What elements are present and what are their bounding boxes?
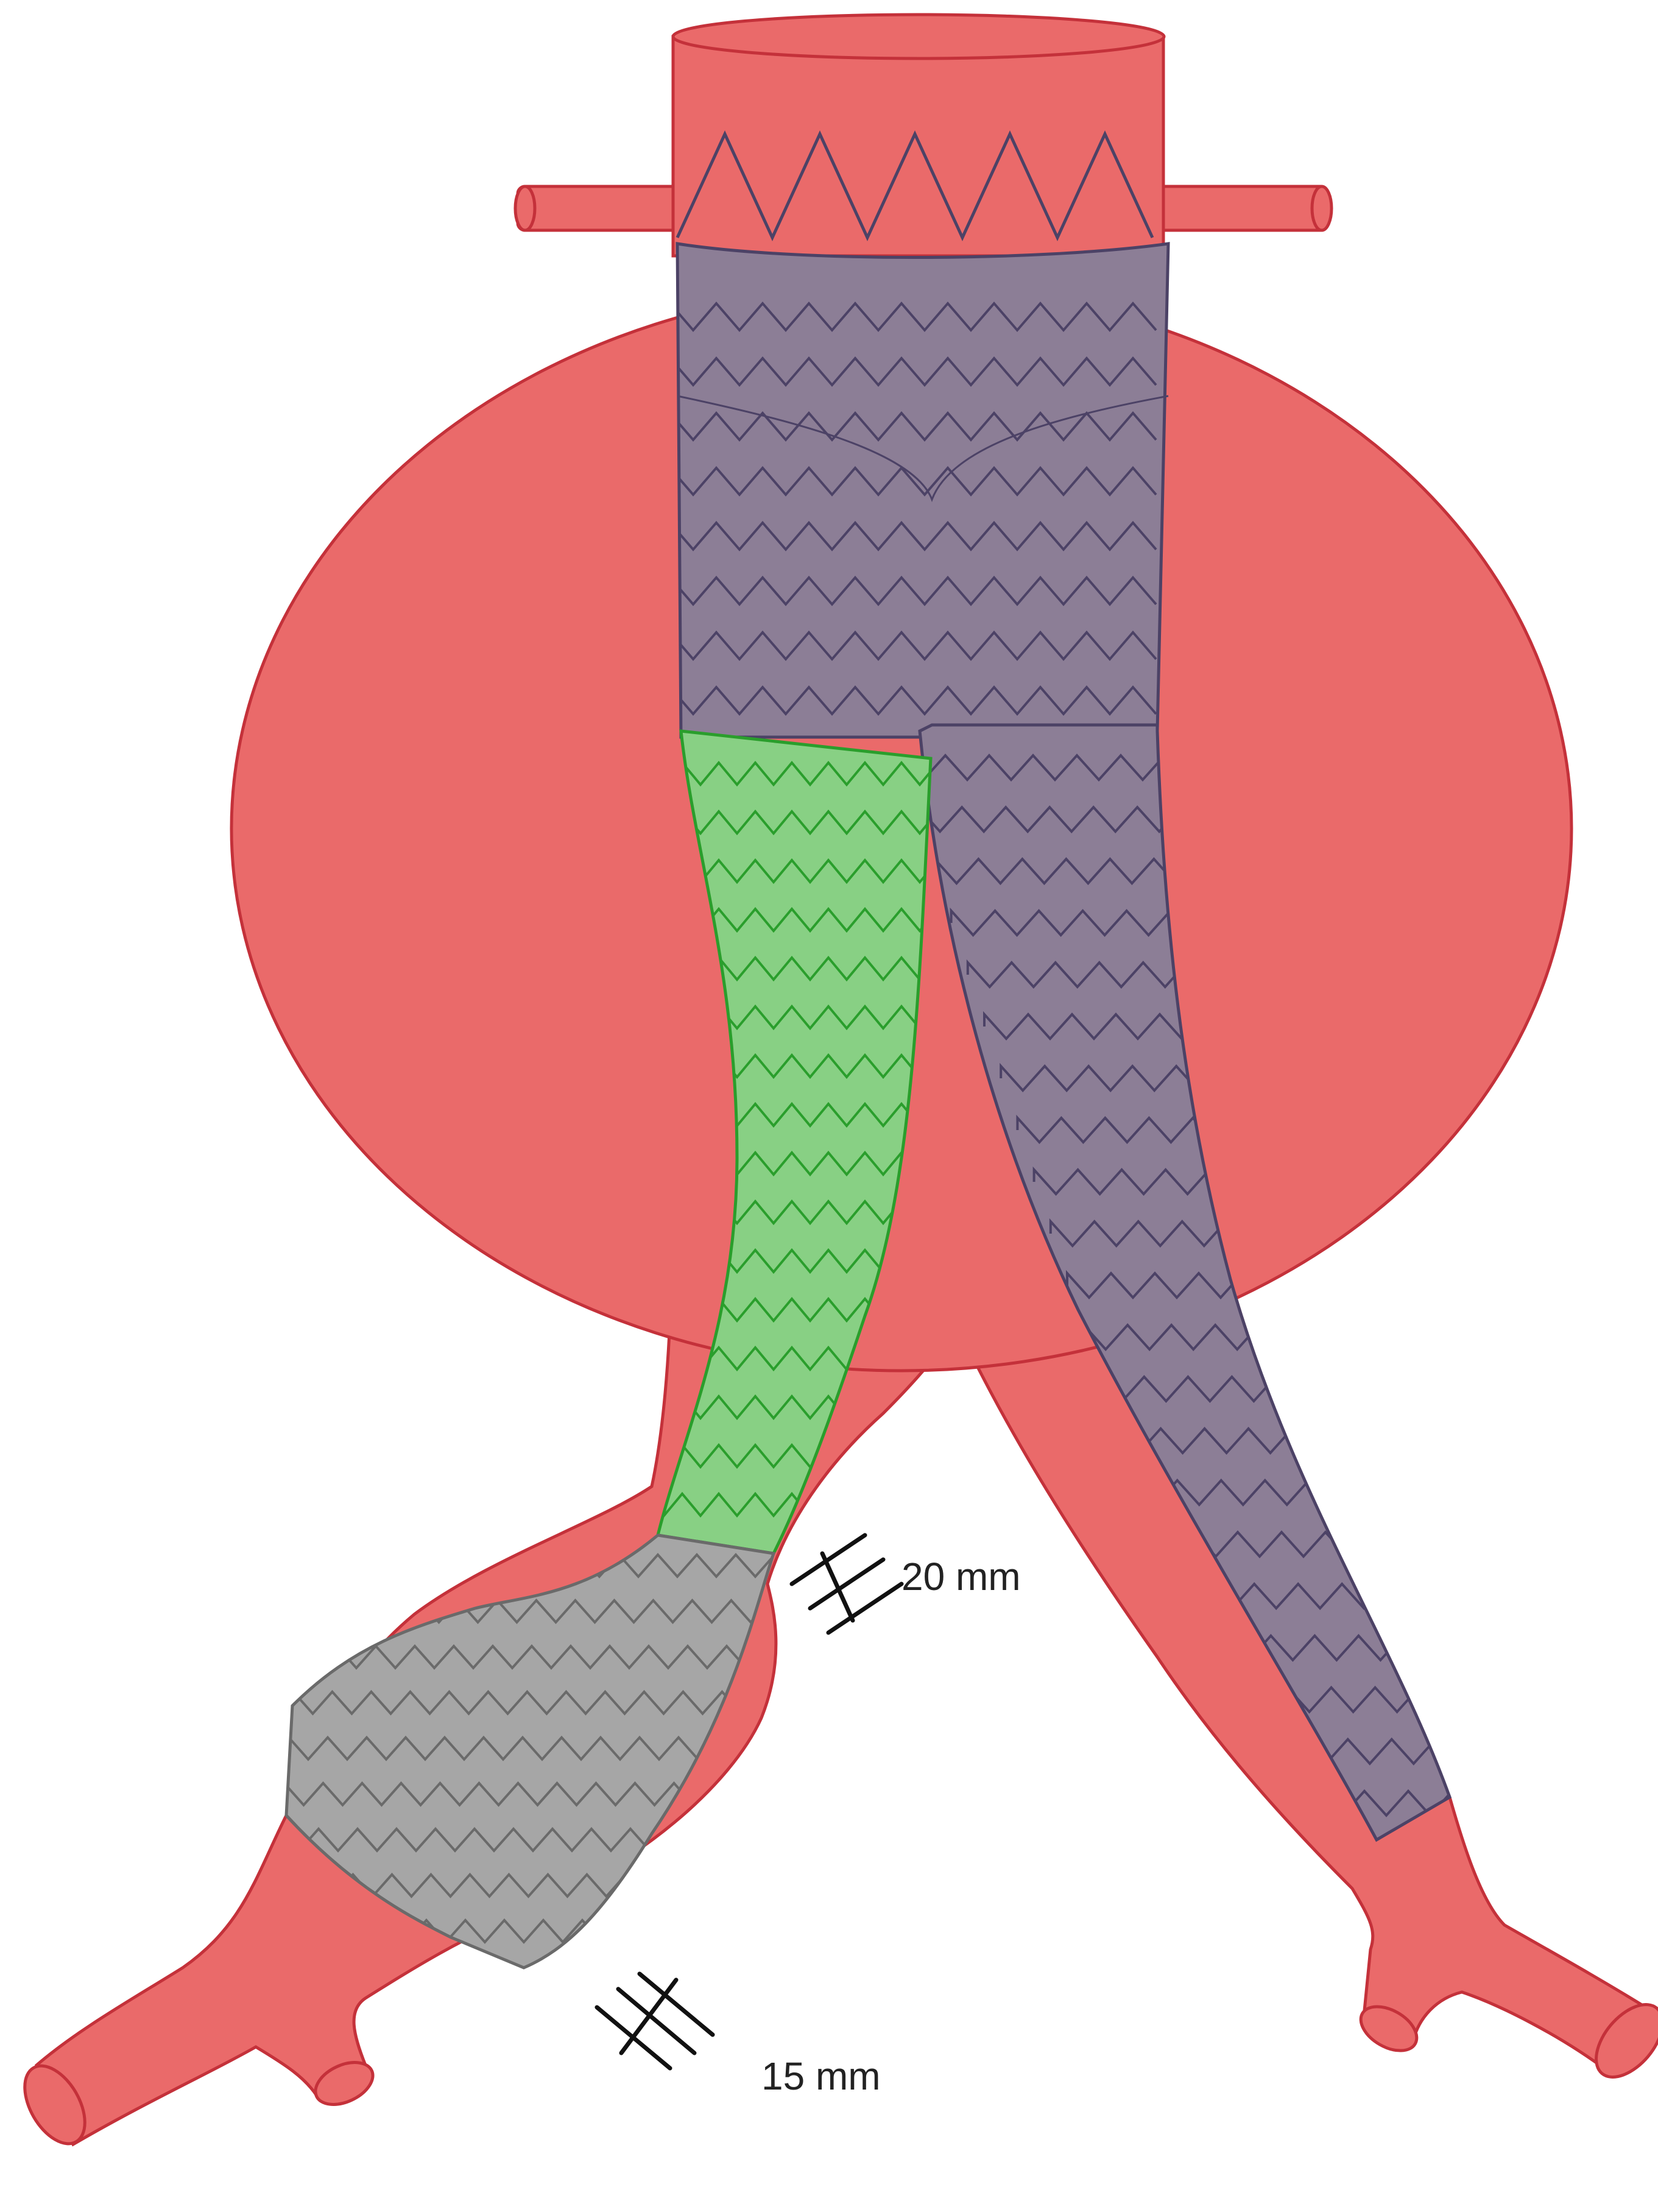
lower-measurement-marker: 15 mm <box>597 1974 881 2098</box>
right-renal-artery <box>1145 186 1328 230</box>
aortic-neck-opening <box>673 15 1164 58</box>
lower-measurement-label: 15 mm <box>761 2054 881 2098</box>
upper-measurement-marker: 20 mm <box>792 1535 1021 1633</box>
left-renal-artery-opening <box>515 186 535 230</box>
right-renal-artery-opening <box>1312 186 1332 230</box>
upper-measurement-label: 20 mm <box>901 1555 1021 1599</box>
aortic-neck <box>673 37 1163 256</box>
